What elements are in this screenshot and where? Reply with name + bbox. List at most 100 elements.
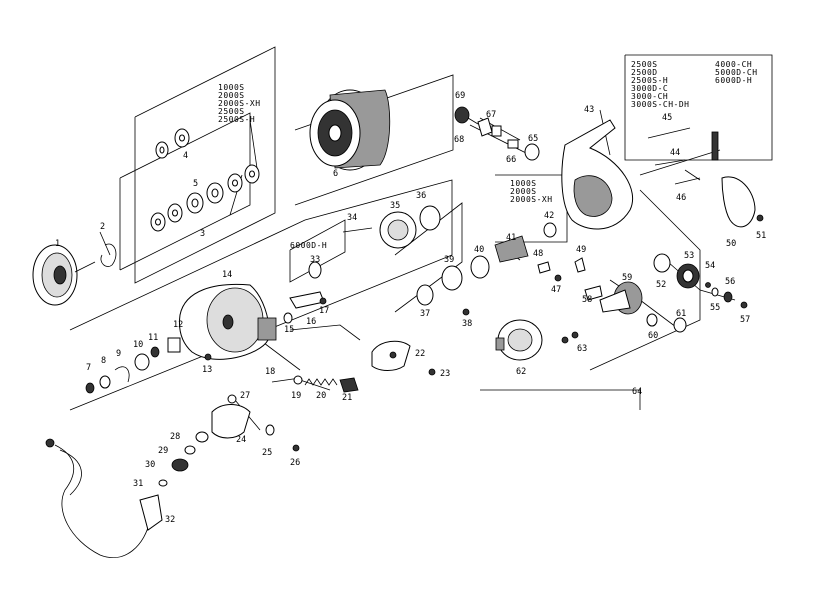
variant-label: 2000S [218,91,245,100]
part-number-label: 45 [662,113,672,123]
part-number-label: 26 [290,458,300,468]
part-number-label: 65 [528,134,538,144]
part-number-label: 51 [756,231,766,241]
part-number-label: 56 [725,277,735,287]
part-3-4-5-washer-stack [150,128,260,232]
part-number-label: 20 [316,391,326,401]
variant-label: 2500S-H [218,115,255,124]
part-22-23-stopper [371,340,436,376]
part-number-label: 38 [462,319,472,329]
part-number-label: 52 [656,280,666,290]
part-number-label: 11 [148,333,158,343]
part-number-label: 4 [183,151,188,161]
part-number-label: 34 [347,213,357,223]
variant-label: 2500D [631,68,658,77]
variant-label: 3000D-C [631,84,668,93]
part-44-46-shaft [639,127,721,185]
part-58-61-drive-gear [584,281,687,333]
part-number-label: 24 [236,435,246,445]
part-number-label: 2 [100,222,105,232]
part-7-13-small-parts [85,337,212,394]
part-1-spool-knob [32,244,96,306]
part-50-51-handle-knob [721,176,764,228]
part-number-label: 60 [648,331,658,341]
variant-spool-sizes: 1000S 2000S 2000S-XH 2500S 2500S-H [218,83,261,124]
part-number-label: 61 [676,309,686,319]
part-number-label: 66 [506,155,516,165]
part-number-labels: 1 2 3 4 5 6 7 8 9 10 11 12 13 14 15 16 1… [55,91,766,525]
part-number-label: 44 [670,148,680,158]
variant-label: 5000D-CH [715,68,758,77]
variant-label: 1000S [218,83,245,92]
part-15-17-linkage [283,291,327,324]
part-65-69-roller-parts [454,106,540,161]
part-number-label: 15 [284,325,294,335]
part-number-label: 19 [291,391,301,401]
part-number-label: 37 [420,309,430,319]
variant-label: 6000D-H [715,76,752,85]
part-number-label: 13 [202,365,212,375]
part-number-label: 36 [416,191,426,201]
variant-label: 2000S [510,187,537,196]
part-number-label: 32 [165,515,175,525]
part-number-label: 57 [740,315,750,325]
part-number-label: 40 [474,245,484,255]
part-number-label: 55 [710,303,720,313]
part-number-label: 22 [415,349,425,359]
part-number-label: 41 [506,233,516,243]
variant-label: 3000-CH [631,92,668,101]
part-number-label: 46 [676,193,686,203]
part-number-label: 17 [319,306,329,316]
variant-label: 3000S-CH-DH [631,100,689,109]
part-number-label: 47 [551,285,561,295]
part-number-label: 62 [516,367,526,377]
part-number-label: 53 [684,251,694,261]
variant-label: 2500S [631,60,658,69]
part-number-label: 49 [576,245,586,255]
part-number-label: 69 [455,91,465,101]
part-number-label: 54 [705,261,715,271]
part-number-label: 3 [200,229,205,239]
variant-label: 4000-CH [715,60,752,69]
part-number-label: 35 [390,201,400,211]
part-52-57-gear-parts [653,253,748,309]
part-37-42-pinion-parts [416,222,557,316]
part-number-label: 50 [726,239,736,249]
part-number-label: 67 [486,110,496,120]
part-47-49-pins [537,257,586,282]
part-18-21-handle-assembly [271,375,359,393]
part-33-36-rotor-parts [308,205,441,279]
part-number-label: 27 [240,391,250,401]
part-number-label: 29 [158,446,168,456]
part-number-label: 59 [622,273,632,283]
part-number-label: 28 [170,432,180,442]
part-number-label: 16 [306,317,316,327]
part-number-label: 33 [310,255,320,265]
part-number-label: 1 [55,239,60,249]
variant-roller-size: 6000D-H [290,241,327,250]
part-number-label: 5 [193,179,198,189]
part-number-label: 31 [133,479,143,489]
part-number-label: 43 [584,105,594,115]
part-number-label: 39 [444,255,454,265]
part-number-label: 21 [342,393,352,403]
part-14-body [179,283,277,360]
part-number-label: 14 [222,270,232,280]
part-number-label: 18 [265,367,275,377]
variant-label: 2500S-H [631,76,668,85]
part-number-label: 6 [333,169,338,179]
variant-label: 2000S-XH [510,195,553,204]
part-62-63-rotor-housing [495,319,579,361]
part-number-label: 64 [632,387,642,397]
part-number-label: 7 [86,363,91,373]
variant-label: 1000S [510,179,537,188]
part-number-label: 42 [544,211,554,221]
variant-label: 2000S-XH [218,99,261,108]
part-number-label: 9 [116,349,121,359]
variant-label: 2500S [218,107,245,116]
part-number-label: 8 [101,356,106,366]
part-number-label: 58 [582,295,592,305]
part-number-label: 68 [454,135,464,145]
part-6-spool [309,89,391,171]
